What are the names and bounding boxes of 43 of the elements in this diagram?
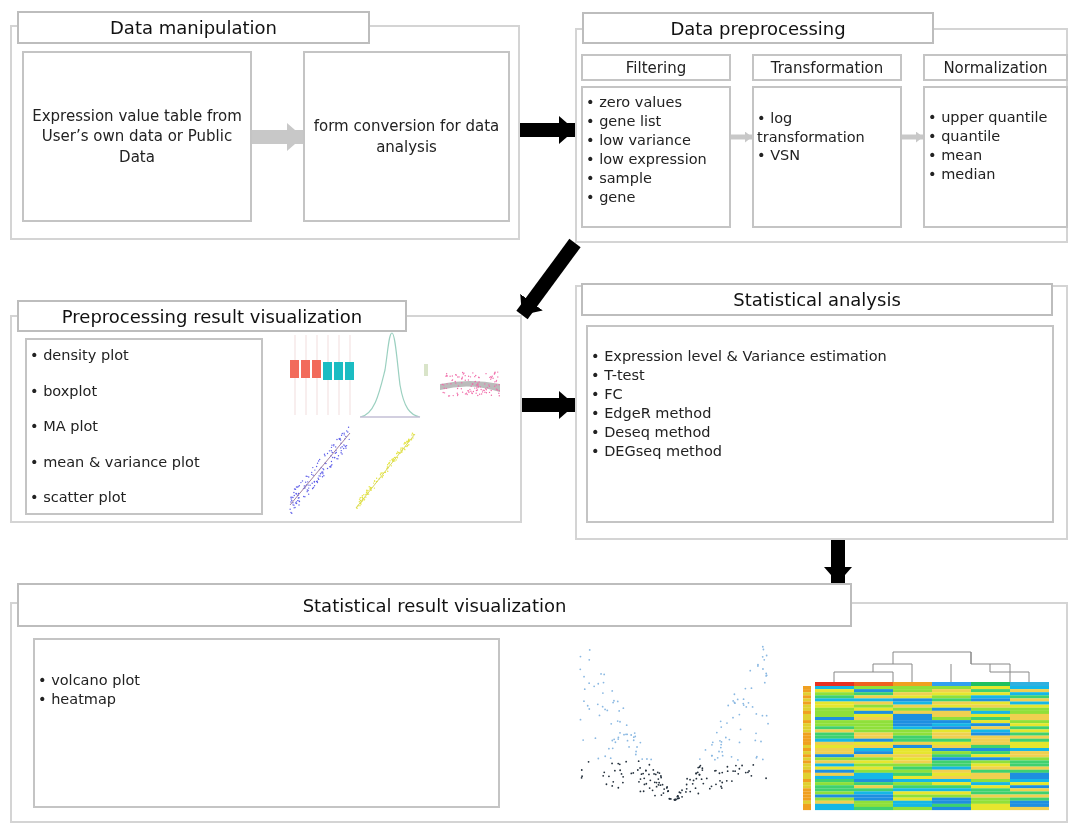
panel-heading: Data preprocessing (582, 12, 934, 44)
panel-heading: Statistical analysis (581, 283, 1053, 316)
list-item: • T-test (590, 366, 646, 386)
list-item: • gene (585, 187, 637, 207)
list-item: • DEGseq method (590, 441, 723, 461)
list-item: • zero values (585, 93, 683, 113)
list-item: • sample (585, 168, 653, 188)
list-item: • MA plot (29, 417, 99, 436)
panel-heading: Preprocessing result visualization (17, 300, 407, 332)
list-box (586, 325, 1054, 523)
list-item: • gene list (585, 112, 663, 132)
list-item: • heatmap (37, 690, 118, 709)
list-item: • mean & variance plot (29, 452, 201, 472)
list-box (25, 338, 263, 515)
list-item: • Deseq method (590, 422, 712, 442)
step-heading: Normalization (923, 54, 1068, 81)
list-item: • FC (590, 385, 624, 404)
box-text: form conversion for data analysis (312, 116, 501, 157)
list-box (33, 638, 500, 808)
list-box (923, 86, 1068, 228)
list-item: • boxplot (29, 381, 99, 401)
panel-heading: Data manipulation (17, 11, 370, 44)
process-box (22, 51, 252, 222)
list-box (581, 86, 731, 228)
box-text: Expression value table from User’s own data or Public Data (31, 106, 243, 167)
list-item: • log transformation (756, 108, 866, 147)
list-item: • EdgeR method (590, 404, 713, 423)
list-item: • low expression (585, 150, 708, 169)
list-item: • volcano plot (37, 671, 141, 690)
list-item: • VSN (756, 146, 802, 166)
process-box (303, 51, 510, 222)
list-item: • mean (927, 146, 984, 165)
list-item: • scatter plot (29, 488, 128, 507)
panel-heading: Statistical result visualization (17, 583, 852, 627)
list-item: • upper quantile (927, 108, 1049, 128)
list-item: • Expression level & Variance estimation (590, 347, 888, 367)
list-item: • quantile (927, 127, 1002, 146)
list-item: • low variance (585, 131, 692, 150)
list-item: • density plot (29, 346, 130, 365)
list-box (752, 86, 902, 228)
step-heading: Filtering (581, 54, 731, 81)
step-heading: Transformation (752, 54, 902, 81)
list-item: • median (927, 164, 997, 184)
